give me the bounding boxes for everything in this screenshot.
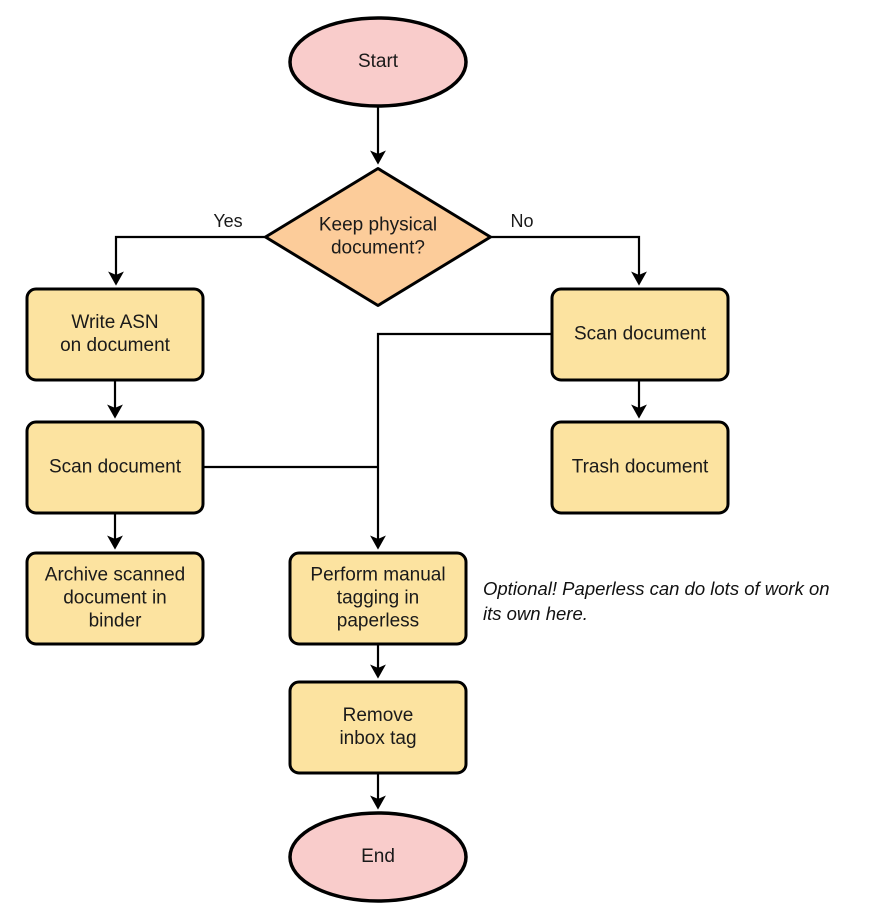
node-label-scan-document-left: Scan document [49,457,182,478]
node-shape-rect [25,420,205,515]
node-label-end: End [361,846,395,867]
node-shape-rect [288,680,468,775]
node-shape-rect [288,551,468,646]
edge-label-decision-no-to-scan-right: No [510,211,533,231]
edge-label-decision-yes-to-write-asn: Yes [213,211,242,231]
edge-scan-right-to-manual-tagging [370,332,552,550]
node-shape-diamond [264,167,492,307]
annotation-optional-note: Optional! Paperless can do lots of work … [483,578,830,624]
node-shape-rect [550,287,730,382]
node-shape-rect [550,420,730,515]
node-trash-document[interactable]: Trash document [550,420,730,515]
edges-layer: Yes No [107,106,647,810]
node-end[interactable]: End [288,811,468,903]
edge-decision-no-to-scan-right: No [490,211,647,286]
node-shape-rect [25,287,205,382]
node-shape-ellipse [288,16,468,108]
annotations-layer: Optional! Paperless can do lots of work … [483,578,830,624]
edge-path [490,235,647,286]
edge-path [370,332,552,550]
node-shape-ellipse [288,811,468,903]
node-shape-rect [25,551,205,646]
node-label-scan-document-right: Scan document [574,324,707,345]
node-start[interactable]: Start [288,16,468,108]
node-label-trash-document: Trash document [572,457,709,478]
node-scan-document-right[interactable]: Scan document [550,287,730,382]
edge-decision-yes-to-write-asn: Yes [108,211,265,286]
edge-path [108,235,265,286]
node-label-start: Start [358,51,399,72]
node-scan-document-left[interactable]: Scan document [25,420,205,515]
